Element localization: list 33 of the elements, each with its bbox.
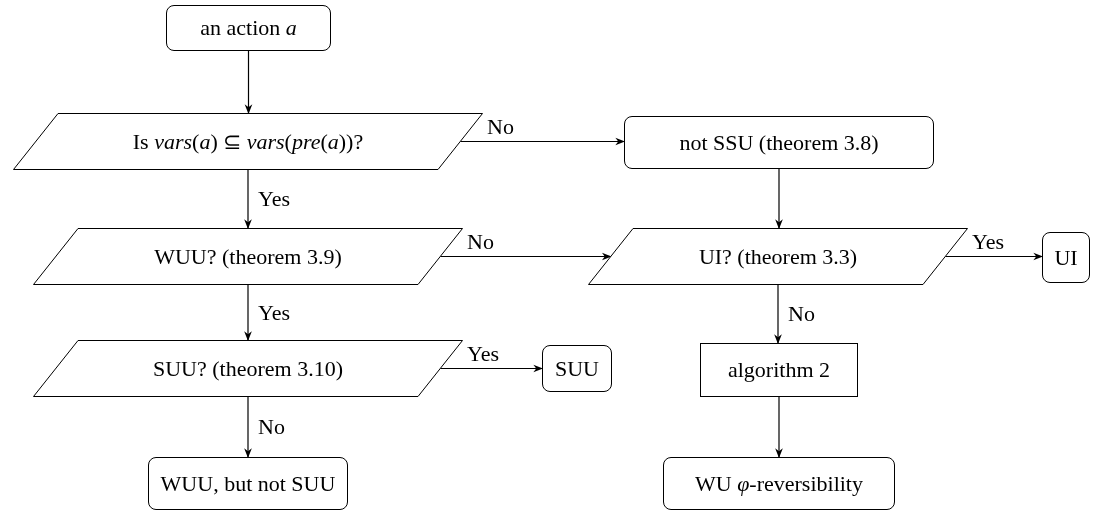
arrow — [244, 284, 252, 341]
node-text: SUU? (theorem 3.10) — [153, 354, 343, 383]
node-text: algorithm 2 — [727, 356, 830, 384]
arrow — [244, 169, 252, 229]
terminal-box — [624, 116, 934, 169]
terminal-box — [148, 457, 348, 510]
node-text: WUU, but not SUU — [160, 469, 336, 498]
arrow — [439, 364, 543, 373]
node-text: SUU — [555, 354, 599, 383]
arrow — [944, 252, 1043, 261]
arrow — [775, 168, 783, 229]
arrow — [774, 284, 782, 344]
arrow — [459, 137, 625, 146]
process-box — [700, 343, 858, 397]
terminal-box — [166, 5, 331, 51]
node-text: WU φ-reversibility — [695, 469, 863, 498]
decision-parallelogram — [588, 228, 968, 285]
terminal-box — [1042, 232, 1090, 283]
arrow — [244, 396, 252, 458]
node-text: UI? (theorem 3.3) — [698, 242, 858, 271]
terminal-box — [542, 345, 612, 392]
decision-parallelogram — [33, 340, 463, 397]
arrow — [439, 252, 612, 261]
node-text: WUU? (theorem 3.9) — [154, 242, 342, 271]
terminal-box — [663, 457, 895, 510]
node-text: not SSU (theorem 3.8) — [679, 128, 879, 157]
arrow — [775, 396, 783, 458]
arrow — [244, 50, 253, 114]
decision-parallelogram — [33, 228, 463, 285]
decision-parallelogram — [13, 113, 483, 170]
node-text: an action a — [200, 14, 297, 42]
node-text: Is vars(a) ⊆ vars(pre(a))? — [132, 127, 364, 156]
node-text: UI — [1054, 243, 1078, 272]
